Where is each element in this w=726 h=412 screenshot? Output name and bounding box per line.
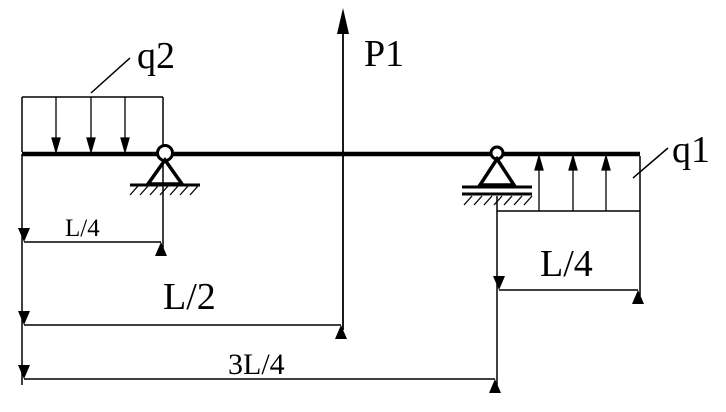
q2-label: q2 xyxy=(137,35,175,77)
q1-leader-line xyxy=(632,147,669,179)
q1-load-arrows xyxy=(534,153,611,211)
dim-l4-left-label: L/4 xyxy=(65,215,100,242)
p1-label: P1 xyxy=(364,33,404,75)
distributed-load-q2 xyxy=(21,57,164,155)
q2-leader-line xyxy=(90,57,131,94)
q2-load-arrows xyxy=(51,97,130,155)
pin-support-left xyxy=(129,144,200,196)
dim-l4-right-label: L/4 xyxy=(540,243,593,285)
q1-label: q1 xyxy=(672,129,710,171)
dim-3l4-label: 3L/4 xyxy=(228,348,285,381)
roller-support-right xyxy=(462,145,533,206)
dim-l2-label: L/2 xyxy=(163,276,216,318)
distributed-load-q1 xyxy=(497,147,669,212)
force-p1 xyxy=(337,8,349,330)
